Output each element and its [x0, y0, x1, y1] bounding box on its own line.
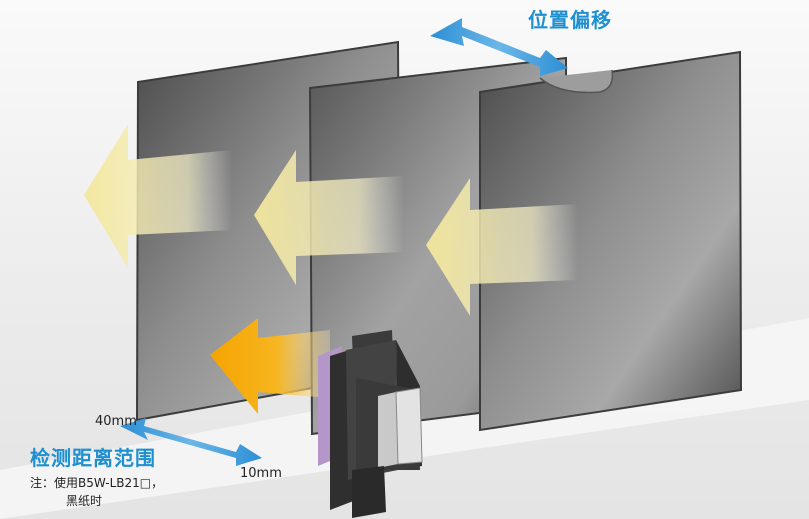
detection-range-arrow — [120, 418, 262, 466]
position-shift-label: 位置偏移 — [528, 8, 612, 32]
target-panel-shifted — [479, 50, 743, 432]
note-line-2: 黑纸时 — [66, 494, 103, 508]
distance-near-label: 10mm — [240, 466, 282, 481]
distance-far-label: 40mm — [95, 414, 137, 429]
beam-arrow-middle — [254, 150, 404, 285]
beam-arrow-near — [426, 178, 578, 316]
emitted-beam-arrow — [210, 318, 330, 414]
beam-arrow-far — [84, 124, 232, 268]
note-line-1: 注：使用B5W-LB21□， — [30, 476, 164, 490]
position-shift-arrow — [430, 18, 568, 76]
photoelectric-sensor — [318, 330, 423, 518]
detection-range-label: 检测距离范围 — [30, 446, 156, 470]
